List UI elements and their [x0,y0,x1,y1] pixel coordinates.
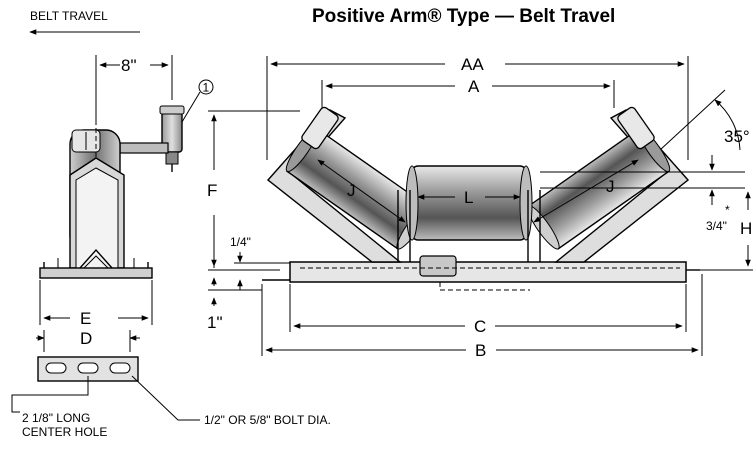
dim-A-label: A [468,77,480,96]
dim-D-label: D [80,329,92,348]
dim-L-label: L [464,188,473,207]
frame-base [289,261,687,283]
dim-C-label: C [474,317,486,336]
dim-F-label: F [207,181,217,200]
side-view: 8" 1 E [11,55,331,439]
dim-B-label: B [475,341,486,360]
belt-travel-label: BELT TRAVEL [30,9,108,23]
dim-8-label: 8" [121,56,137,75]
dim-asterisk: * [725,203,730,217]
callout-1-circle [198,79,214,95]
dim-quarter-label: 1/4" [230,235,251,249]
slot-right [109,362,131,374]
angle-35-label: 35° [724,127,750,146]
slot-left [45,362,67,374]
callout-1-label: 1 [203,81,210,95]
dim-J-right-label: J [606,177,615,196]
side-base-channel [39,267,153,279]
center-hole-line1: 2 1/8" LONG [22,411,90,425]
diagram-title: Positive Arm® Type — Belt Travel [312,6,615,27]
dim-three-quarter-label: 3/4" [706,219,727,233]
dim-E-label: E [80,309,91,328]
bolt-dia-note: 1/2" OR 5/8" BOLT DIA. [204,413,331,427]
dim-AA-label: AA [461,55,484,74]
dim-J-left-label: J [347,181,356,200]
dim-H-label: H [740,219,752,238]
front-view: AA A 35° F 1/4" 1" [207,55,753,360]
center-hole-line2: CENTER HOLE [22,425,107,439]
dim-one-label: 1" [207,313,223,332]
horizontal-arm [119,142,169,154]
slot-center [77,362,99,374]
